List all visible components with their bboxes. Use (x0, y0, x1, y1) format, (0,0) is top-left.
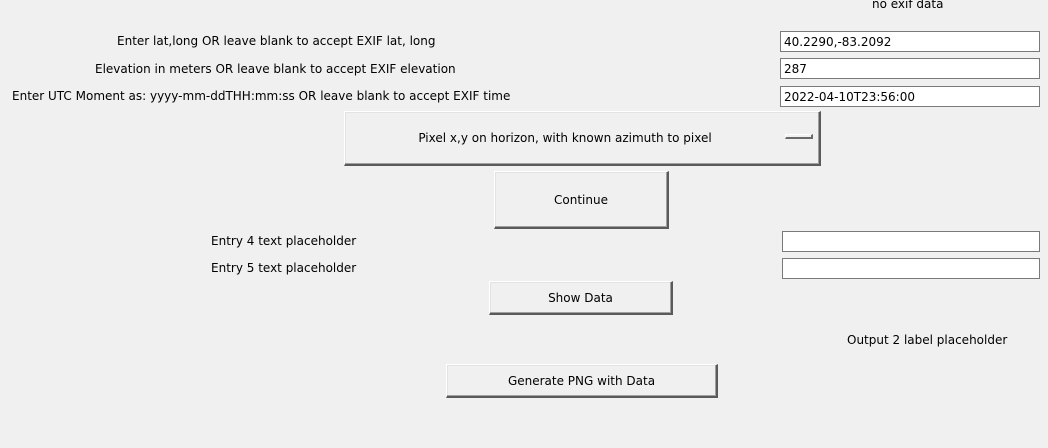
utc-input[interactable] (780, 86, 1040, 107)
mode-option-menu-label: Pixel x,y on horizon, with known azimuth… (418, 131, 712, 145)
utc-label: Enter UTC Moment as: yyyy-mm-ddTHH:mm:ss… (12, 89, 511, 103)
elevation-label: Elevation in meters OR leave blank to ac… (95, 62, 456, 76)
latlong-label: Enter lat,long OR leave blank to accept … (117, 34, 436, 48)
elevation-input[interactable] (780, 58, 1040, 79)
continue-button[interactable]: Continue (494, 171, 669, 229)
exif-status-label: no exif data (872, 0, 944, 11)
entry5-input[interactable] (782, 258, 1040, 279)
mode-option-menu[interactable]: Pixel x,y on horizon, with known azimuth… (344, 111, 821, 166)
output2-label: Output 2 label placeholder (847, 333, 1008, 347)
generate-png-button[interactable]: Generate PNG with Data (446, 364, 718, 398)
show-data-button[interactable]: Show Data (489, 281, 673, 315)
entry5-label: Entry 5 text placeholder (211, 261, 357, 275)
entry4-label: Entry 4 text placeholder (211, 234, 357, 248)
option-menu-indicator-icon (785, 134, 813, 139)
entry4-input[interactable] (782, 231, 1040, 252)
latlong-input[interactable] (780, 31, 1040, 52)
